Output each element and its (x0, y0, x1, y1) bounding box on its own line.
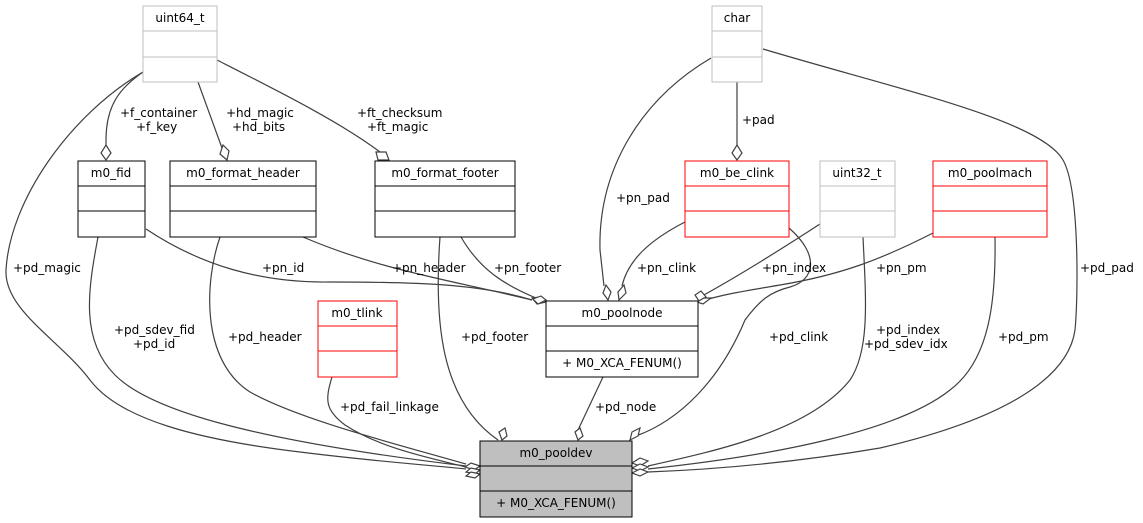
class-node-char[interactable]: char (711, 5, 763, 83)
edge-char-to-poolnode (599, 57, 712, 287)
class-method: + M0_XCA_FENUM() (496, 496, 616, 510)
edge-be-clink-to-poolnode (621, 221, 686, 287)
diamond-icon (731, 143, 743, 162)
edge-label: +pn_footer (494, 261, 561, 275)
edge-label: +ft_magic (367, 120, 428, 134)
edge-label: +pd_header (228, 330, 302, 344)
class-node-m0-be-clink[interactable]: m0_be_clink (684, 160, 790, 238)
diamond-icon (629, 426, 641, 442)
edge-label: +f_key (136, 120, 177, 134)
diamond-icon (617, 283, 627, 302)
class-title: char (724, 11, 751, 25)
edge-label: +pd_sdev_fid (114, 323, 195, 337)
edge-format-header-to-pooldev (209, 236, 467, 465)
edge-label: +pd_clink (769, 330, 828, 344)
edge-poolnode-to-pooldev (577, 376, 604, 431)
edge-uint64-to-pooldev (5, 71, 467, 470)
edge-fid-to-pooldev (88, 236, 467, 467)
class-node-m0-poolnode[interactable]: m0_poolnode + M0_XCA_FENUM() (545, 300, 699, 378)
class-title: m0_pooldev (519, 446, 592, 460)
edge-label: +ft_checksum (357, 106, 442, 120)
class-title: m0_format_footer (391, 166, 498, 180)
diamond-icon (464, 471, 482, 479)
edge-label: +pd_id (133, 337, 175, 351)
edge-label: +pd_node (595, 400, 656, 414)
edge-format-header-to-poolnode (302, 236, 533, 301)
class-title: uint32_t (832, 166, 882, 180)
class-node-uint64-t[interactable]: uint64_t (142, 5, 218, 83)
edge-uint64-to-format-footer (216, 59, 381, 153)
edge-format-footer-to-pooldev (437, 236, 499, 441)
class-node-m0-format-footer[interactable]: m0_format_footer (374, 160, 516, 238)
edge-uint32-to-poolnode (701, 223, 821, 297)
edge-label: +pd_sdev_idx (864, 337, 948, 351)
diamond-icon (531, 295, 548, 305)
class-node-uint32-t[interactable]: uint32_t (819, 160, 896, 238)
class-title: uint64_t (155, 11, 205, 25)
edge-be-clink-to-pooldev (635, 227, 812, 437)
edge-label: +pd_footer (461, 330, 528, 344)
class-title: m0_be_clink (700, 166, 774, 180)
class-node-m0-fid[interactable]: m0_fid (77, 160, 146, 238)
edge-poolmach-to-poolnode (705, 232, 934, 301)
edge-format-footer-to-poolnode (460, 236, 537, 299)
edge-poolmach-to-pooldev (647, 236, 996, 470)
edge-label: +pd_pm (998, 330, 1049, 344)
class-title: m0_tlink (331, 306, 382, 320)
edge-label: +pn_pm (876, 261, 927, 275)
edge-label: +hd_magic (226, 106, 294, 120)
edge-label: +pn_clink (637, 261, 696, 275)
edge-uint64-to-format-header (197, 81, 223, 149)
edge-char-to-pooldev (647, 48, 1078, 473)
diamond-icon (219, 143, 230, 162)
class-title: m0_poolnode (582, 306, 663, 320)
class-node-m0-pooldev[interactable]: m0_pooldev + M0_XCA_FENUM() (479, 440, 633, 518)
edge-label: +pad (742, 113, 775, 127)
class-node-m0-poolmach[interactable]: m0_poolmach (932, 160, 1048, 238)
class-title: m0_fid (91, 166, 132, 180)
edge-uint32-to-pooldev (647, 236, 867, 467)
edge-label: +f_container (120, 106, 197, 120)
aggregation-diamonds (100, 143, 743, 479)
diamond-icon (574, 427, 584, 441)
edges (5, 48, 1078, 473)
edge-label: +pn_header (392, 261, 466, 275)
class-node-m0-tlink[interactable]: m0_tlink (317, 300, 398, 378)
diamond-icon (695, 297, 713, 305)
edge-uint64-to-fid (105, 71, 144, 148)
diamond-icon (100, 143, 112, 162)
class-title: m0_poolmach (948, 166, 1032, 180)
edge-label: +pd_index (876, 323, 940, 337)
edge-label: +pn_pad (616, 191, 670, 205)
diamond-icon (630, 468, 650, 477)
class-title: m0_format_header (186, 166, 300, 180)
class-node-m0-format-header[interactable]: m0_format_header (169, 160, 317, 238)
edge-fid-to-poolnode (145, 228, 533, 301)
class-method: + M0_XCA_FENUM() (562, 356, 682, 370)
edge-label: +pd_magic (13, 261, 81, 275)
edge-label: +pd_fail_linkage (340, 400, 439, 414)
edge-label: +pn_id (262, 261, 304, 275)
diamond-icon (602, 283, 612, 302)
edge-labels: +f_container +f_key +hd_magic +hd_bits +… (13, 106, 1134, 414)
edge-label: +pd_pad (1080, 261, 1134, 275)
diamond-icon (375, 151, 390, 161)
edge-tlink-to-pooldev (327, 376, 467, 468)
edge-label: +hd_bits (232, 120, 285, 134)
edge-label: +pn_index (762, 261, 826, 275)
diamond-icon (498, 427, 508, 441)
